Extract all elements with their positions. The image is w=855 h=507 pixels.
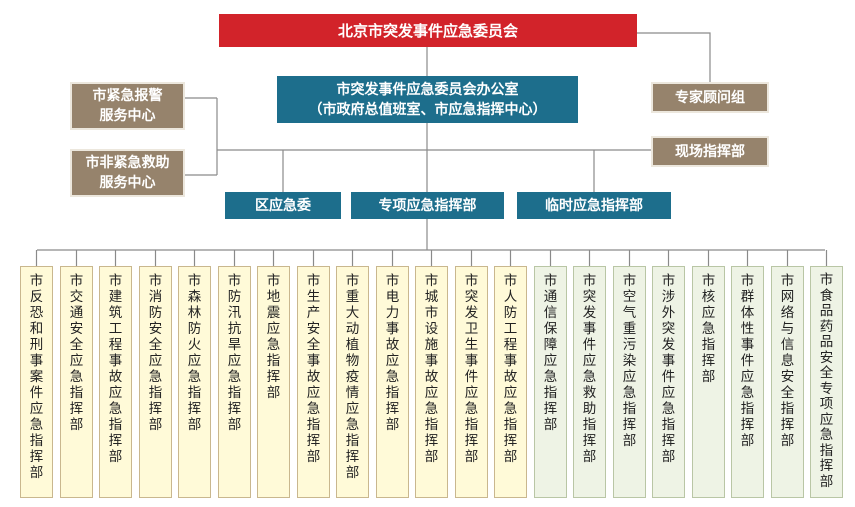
headquarters-item: 市电力事故应急指挥部 (376, 266, 409, 498)
headquarters-item: 市生产安全事故应急指挥部 (297, 266, 330, 498)
alarm-center-line2: 服务中心 (99, 108, 156, 124)
headquarters-item: 市城市设施事故应急指挥部 (415, 266, 448, 498)
non-emergency-line1: 市非紧急救助 (85, 155, 170, 171)
headquarters-item: 市突发事件应急救助指挥部 (573, 266, 606, 498)
office-subtitle: （市政府总值班室、市应急指挥中心） (308, 101, 547, 118)
headquarters-item: 市建筑工程事故应急指挥部 (99, 266, 132, 498)
committee-office-box: 市突发事件应急委员会办公室 （市政府总值班室、市应急指挥中心） (277, 76, 578, 123)
office-title: 市突发事件应急委员会办公室 (336, 81, 519, 98)
temporary-command-label: 临时应急指挥部 (545, 197, 643, 214)
field-command-box: 现场指挥部 (651, 136, 769, 167)
headquarters-item: 市森林防火应急指挥部 (178, 266, 211, 498)
special-command-label: 专项应急指挥部 (378, 197, 477, 214)
committee-title: 北京市突发事件应急委员会 (337, 21, 518, 40)
special-command-box: 专项应急指挥部 (351, 192, 504, 219)
expert-group-box: 专家顾问组 (651, 82, 769, 113)
non-emergency-line2: 服务中心 (99, 175, 156, 191)
headquarters-item: 市交通安全应急指挥部 (60, 266, 93, 498)
headquarters-item: 市地震应急指挥部 (257, 266, 290, 498)
headquarters-item: 市通信保障应急指挥部 (534, 266, 567, 498)
district-committee-box: 区应急委 (225, 192, 341, 219)
headquarters-item: 市群体性事件应急指挥部 (731, 266, 764, 498)
emergency-alarm-center-box: 市紧急报警 服务中心 (70, 82, 185, 130)
headquarters-item: 市消防安全应急指挥部 (139, 266, 172, 498)
headquarters-item: 市核应急指挥部 (692, 266, 725, 498)
headquarters-item: 市防汛抗旱应急指挥部 (218, 266, 251, 498)
headquarters-item: 市重大动植物疫情应急指挥部 (336, 266, 369, 498)
headquarters-item: 市人防工程事故应急指挥部 (494, 266, 527, 498)
headquarters-item: 市空气重污染应急指挥部 (613, 266, 646, 498)
district-committee-label: 区应急委 (255, 197, 311, 214)
expert-group-label: 专家顾问组 (675, 89, 745, 106)
field-command-label: 现场指挥部 (675, 143, 745, 160)
alarm-center-line1: 市紧急报警 (92, 88, 163, 104)
non-emergency-center-box: 市非紧急救助 服务中心 (70, 149, 185, 197)
headquarters-item: 市食品药品安全专项应急指挥部 (810, 266, 843, 498)
headquarters-item: 市突发卫生事件应急指挥部 (455, 266, 488, 498)
temporary-command-box: 临时应急指挥部 (517, 192, 671, 219)
headquarters-item: 市反恐和刑事案件应急指挥部 (20, 266, 53, 498)
emergency-committee-box: 北京市突发事件应急委员会 (219, 14, 637, 47)
headquarters-item: 市网络与信息安全指挥部 (771, 266, 804, 498)
headquarters-item: 市涉外突发事件应急指挥部 (652, 266, 685, 498)
